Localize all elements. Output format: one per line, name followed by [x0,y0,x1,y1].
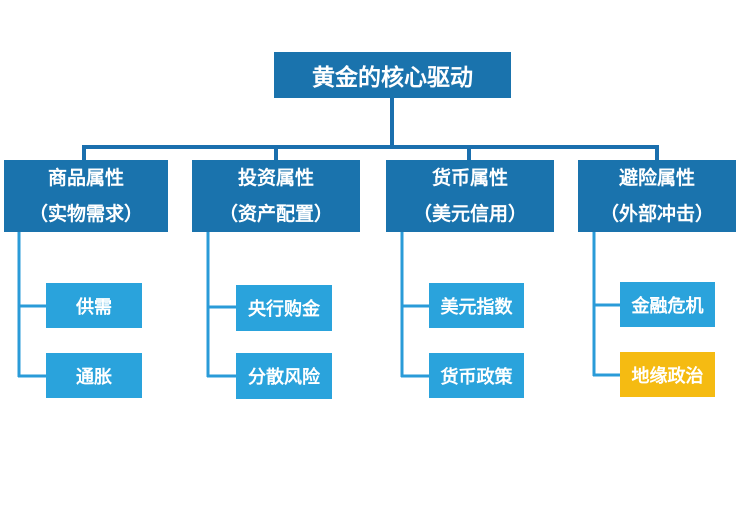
leaf-label: 金融危机 [631,295,704,317]
leaf-central-bank-buying: 央行购金 [236,285,332,331]
leaf-supply-demand: 供需 [46,283,142,328]
category-commodity: 商品属性 （实物需求） [4,160,168,232]
category-subtitle: （美元信用） [412,203,527,225]
leaf-label: 供需 [76,296,112,318]
category-investment: 投资属性 （资产配置） [192,160,360,232]
category-subtitle: （外部冲击） [599,203,714,225]
category-currency: 货币属性 （美元信用） [386,160,554,232]
leaf-dollar-index: 美元指数 [429,283,524,328]
leaf-geopolitics: 地缘政治 [620,352,715,397]
leaf-financial-crisis: 金融危机 [620,282,715,327]
leaf-label: 美元指数 [440,296,513,318]
leaf-monetary-policy: 货币政策 [429,353,524,398]
root-title: 黄金的核心驱动 [312,65,473,91]
leaf-label: 地缘政治 [631,365,704,387]
category-title: 避险属性 [618,167,695,189]
leaf-inflation: 通胀 [46,353,142,398]
leaf-label: 通胀 [76,366,112,388]
category-title: 货币属性 [431,167,508,189]
category-title: 商品属性 [47,167,124,189]
leaf-label: 分散风险 [248,367,320,388]
category-subtitle: （资产配置） [218,203,333,225]
category-subtitle: （实物需求） [28,203,143,225]
leaf-diversify-risk: 分散风险 [236,353,332,399]
root-node: 黄金的核心驱动 [274,52,511,98]
leaf-label: 央行购金 [248,299,320,320]
category-safe-haven: 避险属性 （外部冲击） [578,160,736,232]
category-title: 投资属性 [237,167,314,189]
leaf-label: 货币政策 [440,366,513,388]
